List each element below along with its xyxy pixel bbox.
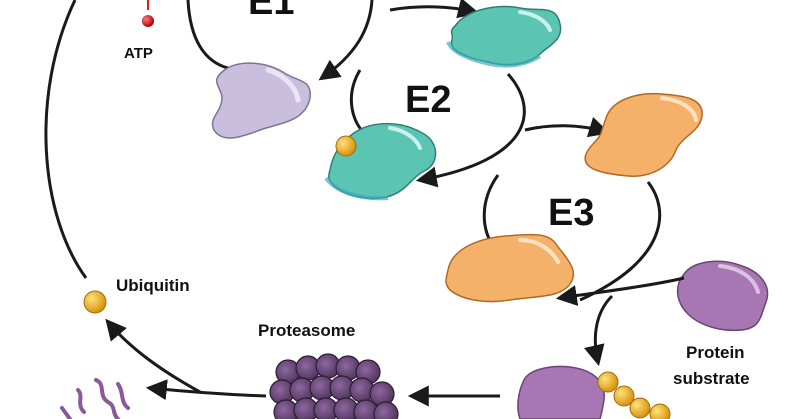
protein-label-line2: substrate <box>673 369 750 388</box>
peptide-fragments-icon <box>60 378 130 419</box>
atp-label: ATP <box>124 45 153 62</box>
e1-label: E1 <box>248 0 294 23</box>
ubiquitinated-protein <box>517 365 671 419</box>
protein-substrate: Protein substrate <box>673 260 769 388</box>
e2-to-e3-arrow <box>524 117 611 138</box>
e2-enzyme-top <box>446 5 562 68</box>
proteasome-icon: Proteasome <box>258 321 399 419</box>
poly-ubiquitin-icon-4 <box>649 403 671 419</box>
proteasome-to-peptides-arrow <box>145 379 267 401</box>
e1-to-e2-arrow <box>389 0 480 19</box>
e3-loop-right <box>579 181 662 302</box>
poly-ubiquitin-icon-1 <box>597 371 619 393</box>
ubiquitin-on-e2-icon <box>335 135 357 157</box>
e1-cycle: E1 ATP <box>124 0 374 139</box>
e3-cycle: E3 <box>445 174 662 303</box>
ubiquitin-label: Ubiquitin <box>116 276 190 295</box>
poly-ubiquitin-icon-2 <box>613 385 635 407</box>
substrate-to-e3-arrow <box>555 276 685 306</box>
ubiquitin-icon <box>83 290 107 314</box>
poly-ubiquitin-icon-3 <box>629 397 651 419</box>
free-ubiquitin: Ubiquitin <box>83 276 190 314</box>
e2-loop-right <box>415 73 526 188</box>
e3-label: E3 <box>548 192 594 234</box>
atp-icon <box>142 15 154 27</box>
proteasome-label: Proteasome <box>258 321 355 340</box>
e3-enzyme-top <box>584 92 703 177</box>
e2-cycle: E2 <box>324 69 526 201</box>
peptides-to-ubiquitin-arrow <box>105 318 201 394</box>
e1-loop-arrow <box>186 0 229 70</box>
protein-label-line1: Protein <box>686 343 745 362</box>
e2-enzyme-bottom <box>328 122 437 200</box>
e3-to-tagged-arrow <box>583 294 614 367</box>
ubiquitin-recycle-arrow <box>44 0 88 279</box>
e2-label: E2 <box>405 79 451 121</box>
e1-loop-arrow-right <box>318 0 374 81</box>
e3-enzyme-bottom <box>445 233 575 303</box>
